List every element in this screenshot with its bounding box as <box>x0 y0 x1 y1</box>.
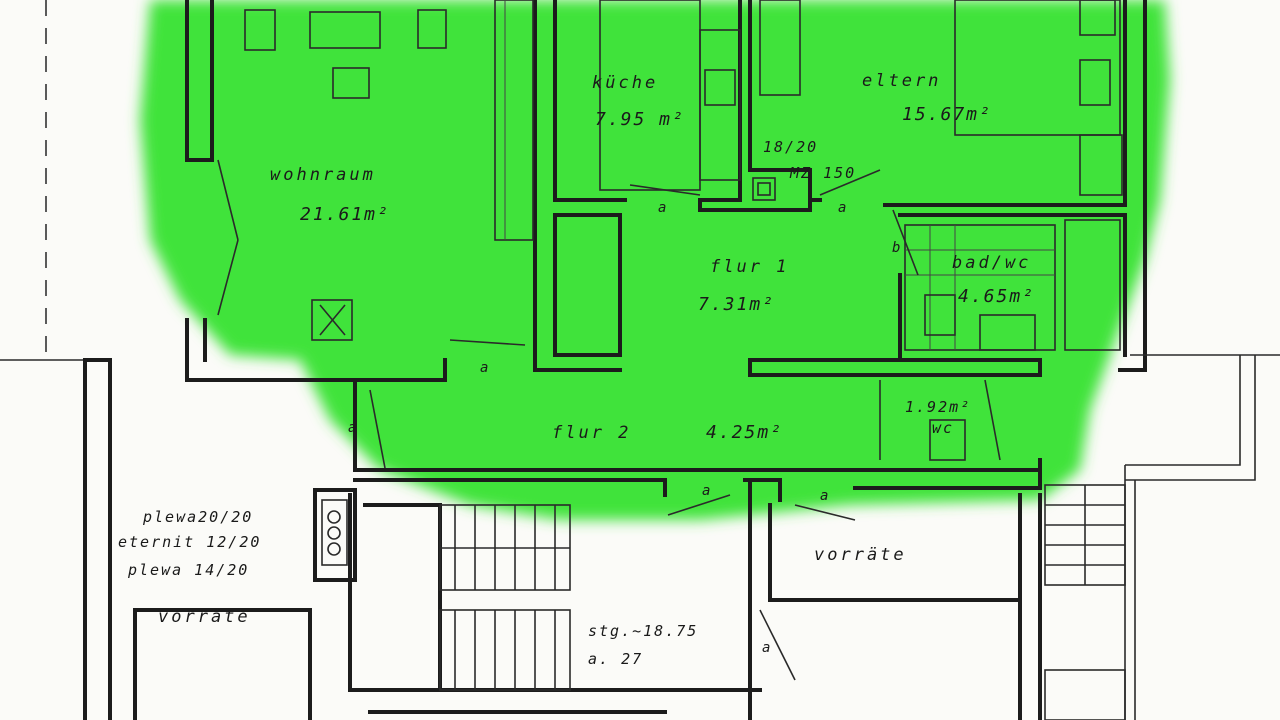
staircase <box>439 484 1126 720</box>
wall-note-1: plewa20/20 <box>142 508 253 526</box>
door-mark: b <box>892 240 900 256</box>
walls <box>83 0 1280 720</box>
wall-note-3: plewa 14/20 <box>127 561 249 579</box>
kueche-area: 7.95 m² <box>595 109 685 130</box>
vorraete-right-name: vorräte <box>814 545 907 565</box>
wohnraum-name: wohnraum <box>270 165 376 185</box>
door-mark: a <box>658 200 666 216</box>
door-mark: a <box>702 483 710 499</box>
flur2-name: flur 2 <box>552 423 631 443</box>
room-labels: wohnraum 21.61m² küche 7.95 m² eltern 15… <box>118 71 1035 668</box>
fixtures <box>244 0 1123 566</box>
door-marks: a a a a a a b a <box>348 200 900 656</box>
mz-label: MZ 150 <box>789 164 856 182</box>
vorraete-left-name: vorräte <box>158 607 251 627</box>
kueche-name: küche <box>592 73 658 93</box>
flur1-name: flur 1 <box>710 257 789 277</box>
stairs-line1: stg.~18.75 <box>588 622 698 640</box>
flur2-area: 4.25m² <box>706 422 783 443</box>
wall-note-2: eternit 12/20 <box>118 533 261 551</box>
door-swings <box>217 159 1001 681</box>
eltern-name: eltern <box>862 71 941 91</box>
eltern-area: 15.67m² <box>902 104 992 125</box>
wc-area: 1.92m² <box>905 398 971 416</box>
bad-name: bad/wc <box>952 253 1031 273</box>
wc-name: wc <box>932 419 954 437</box>
bad-area: 4.65m² <box>958 286 1035 307</box>
stairs-line2: a. 27 <box>588 650 643 668</box>
wohnraum-area: 21.61m² <box>300 204 390 225</box>
flur1-area: 7.31m² <box>698 294 775 315</box>
door-mark: a <box>820 488 828 504</box>
apartment-highlight <box>140 0 1170 520</box>
door-mark: a <box>762 640 770 656</box>
chimney-size: 18/20 <box>763 138 818 156</box>
door-mark: a <box>480 360 488 376</box>
door-mark: a <box>348 420 356 436</box>
door-mark: a <box>838 200 846 216</box>
